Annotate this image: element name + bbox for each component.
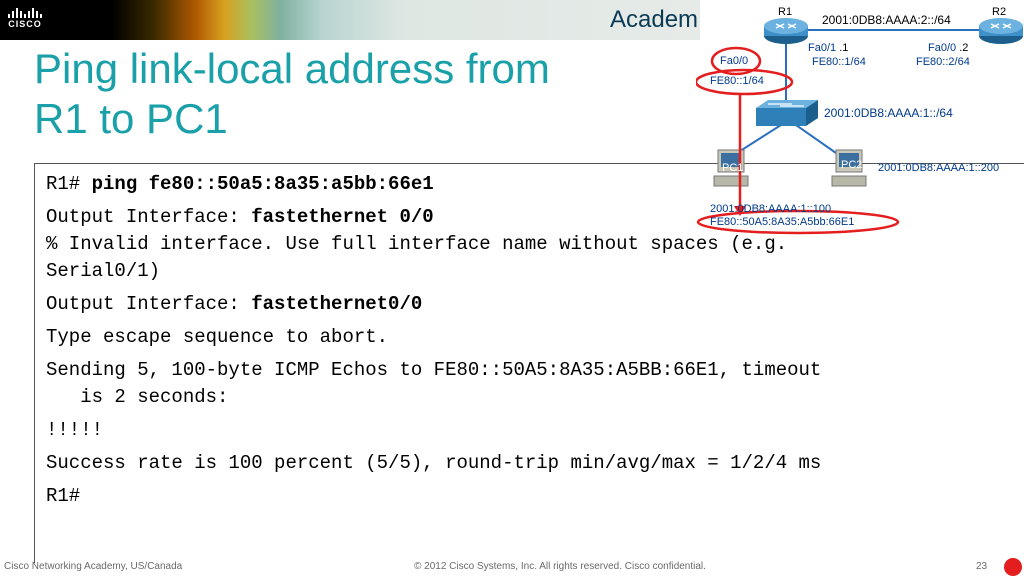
ping-command: ping fe80::50a5:8a35:a5bb:66e1 [91,173,434,195]
r1-fa01-host: .1 [839,42,849,54]
prompt: R1# [46,173,92,195]
final-prompt: R1# [46,485,81,507]
success-line: Success rate is 100 percent (5/5), round… [46,452,822,474]
sending-line: Sending 5, 100-byte ICMP Echos to FE80::… [46,359,822,381]
academy-text: Academ [610,6,699,33]
pc1-icon [713,149,749,187]
r1-fa01-label: Fa0/1 [808,42,837,54]
r1-fa01-link-local: FE80::1/64 [812,56,866,68]
slide-title: Ping link-local address from R1 to PC1 [34,44,550,144]
title-line-2: R1 to PC1 [34,95,228,142]
cmd-line: R1# ping fe80::50a5:8a35:a5bb:66e1 [46,171,434,198]
output-interface-line: Output Interface: fastethernet 0/0 [46,204,434,231]
output-interface-label-2: Output Interface: [46,293,252,315]
r1-label: R1 [778,6,793,18]
title-line-1: Ping link-local address from [34,45,550,92]
r2-fa00-label: Fa0/0 [928,42,957,54]
r1-fa00-label: Fa0/0 [720,55,749,67]
escape-line: Type escape sequence to abort. [46,326,389,348]
pc1-ll-highlight [696,209,900,235]
router-r2-icon [979,18,1023,44]
switch-icon [756,100,818,126]
pc1-link-local: FE80::50A5:8A35:A5bb:66E1 [710,216,855,228]
r2-fa00-host: .2 [959,42,969,54]
logo-text: CISCO [8,19,42,29]
output-interface-line-2: Output Interface: fastethernet0/0 [46,291,422,318]
r1-fa00-link-local: FE80::1/64 [710,75,764,87]
output-interface-value: fastethernet 0/0 [251,206,434,228]
cisco-bars-icon [8,8,42,18]
lan-network: 2001:0DB8:AAAA:1::/64 [824,106,953,120]
pc2-address: 2001:0DB8:AAAA:1::200 [878,162,1000,174]
fa00-highlight [710,46,762,76]
fe80-highlight [696,68,794,96]
topology-diagram: R1 R2 2001:0DB8:AAAA:2::/64 Fa0/1 .1 Fa0… [696,0,1024,236]
ping-replies: !!!!! [46,419,104,441]
router-r1-icon [764,18,808,44]
error-line: % Invalid interface. Use full interface … [46,233,788,255]
header-banner: CISCO Academ [0,0,700,40]
pc2-icon [831,149,867,187]
output-interface-value-2: fastethernet0/0 [251,293,423,315]
pc1-address: 2001:0DB8:AAAA:1::100 [710,203,832,215]
r1-fa01: Fa0/1 .1 [808,42,848,54]
error-line-cont: Serial0/1) [46,260,161,282]
r1-r2-network: 2001:0DB8:AAAA:2::/64 [822,13,951,27]
r2-fa00-link-local: FE80::2/64 [916,56,970,68]
footer-copyright: © 2012 Cisco Systems, Inc. All rights re… [414,561,706,572]
footer-left: Cisco Networking Academy, US/Canada [4,561,183,572]
page-number: 23 [976,561,988,572]
pc1-label: PC1 [722,162,744,174]
output-interface-label: Output Interface: [46,206,252,228]
r2-label: R2 [992,6,1007,18]
r2-fa00: Fa0/0 .2 [928,42,968,54]
sending-line-cont: is 2 seconds: [46,386,229,408]
red-dot-marker [1004,558,1022,576]
topology-links [696,18,1023,235]
pc2-label: PC2 [841,159,863,171]
cisco-logo: CISCO [8,8,42,29]
